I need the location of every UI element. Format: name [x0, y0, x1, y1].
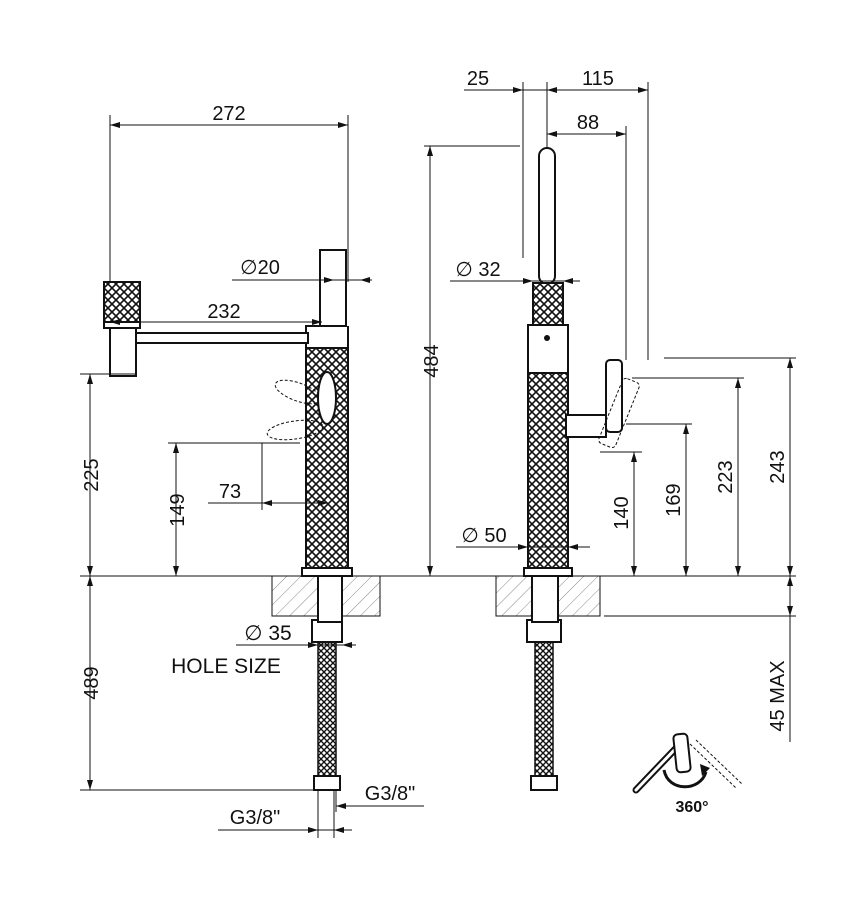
hole-size-label: HOLE SIZE — [171, 655, 281, 678]
dim-overall-height: 484 — [421, 145, 520, 576]
dim-offset-label: 25 — [467, 68, 489, 90]
front-hose-nut-bottom — [313, 775, 341, 791]
dim-hose-length: 489 — [80, 576, 316, 791]
dim-connection-right-label: G3/8" — [365, 783, 415, 805]
front-hose-nut-top — [311, 619, 343, 643]
side-upper-pipe — [538, 147, 556, 285]
side-handle-ghost — [598, 377, 640, 449]
dim-max-deck: 45 MAX — [604, 576, 796, 742]
dim-spout-height: 225 — [80, 373, 136, 576]
dim-tip-diameter-label: ∅ 32 — [455, 259, 500, 281]
front-view: 272 ∅20 232 225 149 — [80, 103, 424, 838]
dim-hose-length-label: 489 — [81, 666, 103, 699]
front-spout-arm — [135, 332, 309, 344]
side-hose-nut-top — [526, 619, 562, 643]
side-shank — [531, 575, 559, 623]
dim-handle-height-label: 149 — [167, 493, 189, 526]
dim-handle-low: 140 — [600, 451, 642, 576]
dim-overall-height-label: 484 — [421, 344, 443, 377]
dim-handle-low-label: 140 — [611, 496, 633, 529]
dim-handle-offset: 73 — [208, 443, 328, 510]
side-supply-hose — [534, 639, 554, 779]
dim-handle-height: 149 — [167, 442, 300, 576]
dim-max-deck-label: 45 MAX — [767, 660, 789, 731]
dim-overall-width-label: 272 — [212, 103, 245, 125]
side-upper-braid — [532, 282, 564, 326]
side-view: 25 115 88 ∅ 32 484 ∅ 50 — [420, 68, 796, 816]
front-spray-head — [109, 323, 137, 377]
dim-handle-mid-label: 169 — [663, 483, 685, 516]
side-body-column — [527, 372, 569, 570]
side-body-base — [523, 567, 573, 577]
side-handle-stem — [565, 414, 607, 438]
dim-hose-diameter: ∅20 — [232, 257, 372, 283]
dim-spout-reach-label: 232 — [207, 301, 240, 323]
dim-spout-reach: 232 — [110, 301, 322, 325]
dim-handle-reach-label: 115 — [582, 68, 614, 90]
front-spray-head-braid — [103, 281, 141, 325]
front-supply-hose — [317, 639, 337, 779]
dim-spout-height-label: 225 — [81, 458, 103, 491]
dim-handle-offset-label: 73 — [219, 481, 241, 503]
front-body-collar — [305, 325, 349, 349]
rotation-360-icon: 360° — [632, 732, 743, 816]
side-handle-lever — [605, 359, 623, 433]
dim-handle-depth: 88 — [547, 112, 627, 360]
dim-hole-size: ∅ 35 HOLE SIZE — [171, 622, 356, 678]
dim-base-diameter-label: ∅ 50 — [461, 525, 506, 547]
side-collar — [527, 324, 569, 374]
dim-connection-bottom: G3/8" — [218, 790, 352, 838]
dim-handle-top: 243 — [664, 357, 796, 576]
dim-handle-center: 223 — [632, 377, 744, 576]
front-handle — [317, 371, 337, 425]
front-shank — [317, 575, 343, 623]
dim-connection-right: G3/8" — [335, 783, 424, 812]
dim-base-diameter: ∅ 50 — [456, 525, 590, 550]
dim-overall-width: 272 — [109, 103, 349, 282]
dim-offset: 25 115 — [464, 68, 649, 360]
dim-handle-depth-label: 88 — [577, 112, 599, 134]
dim-hole-size-label: ∅ 35 — [244, 622, 292, 645]
dim-handle-center-label: 223 — [715, 460, 737, 493]
rotation-label: 360° — [675, 799, 708, 816]
dim-hose-diameter-label: ∅20 — [240, 257, 280, 279]
dim-connection-bottom-label: G3/8" — [230, 807, 280, 829]
dim-handle-top-label: 243 — [767, 450, 789, 483]
dim-handle-mid: 169 — [626, 423, 692, 576]
front-body-base — [301, 567, 353, 577]
dim-tip-diameter: ∅ 32 — [450, 259, 580, 284]
side-hose-nut-bottom — [530, 775, 558, 791]
